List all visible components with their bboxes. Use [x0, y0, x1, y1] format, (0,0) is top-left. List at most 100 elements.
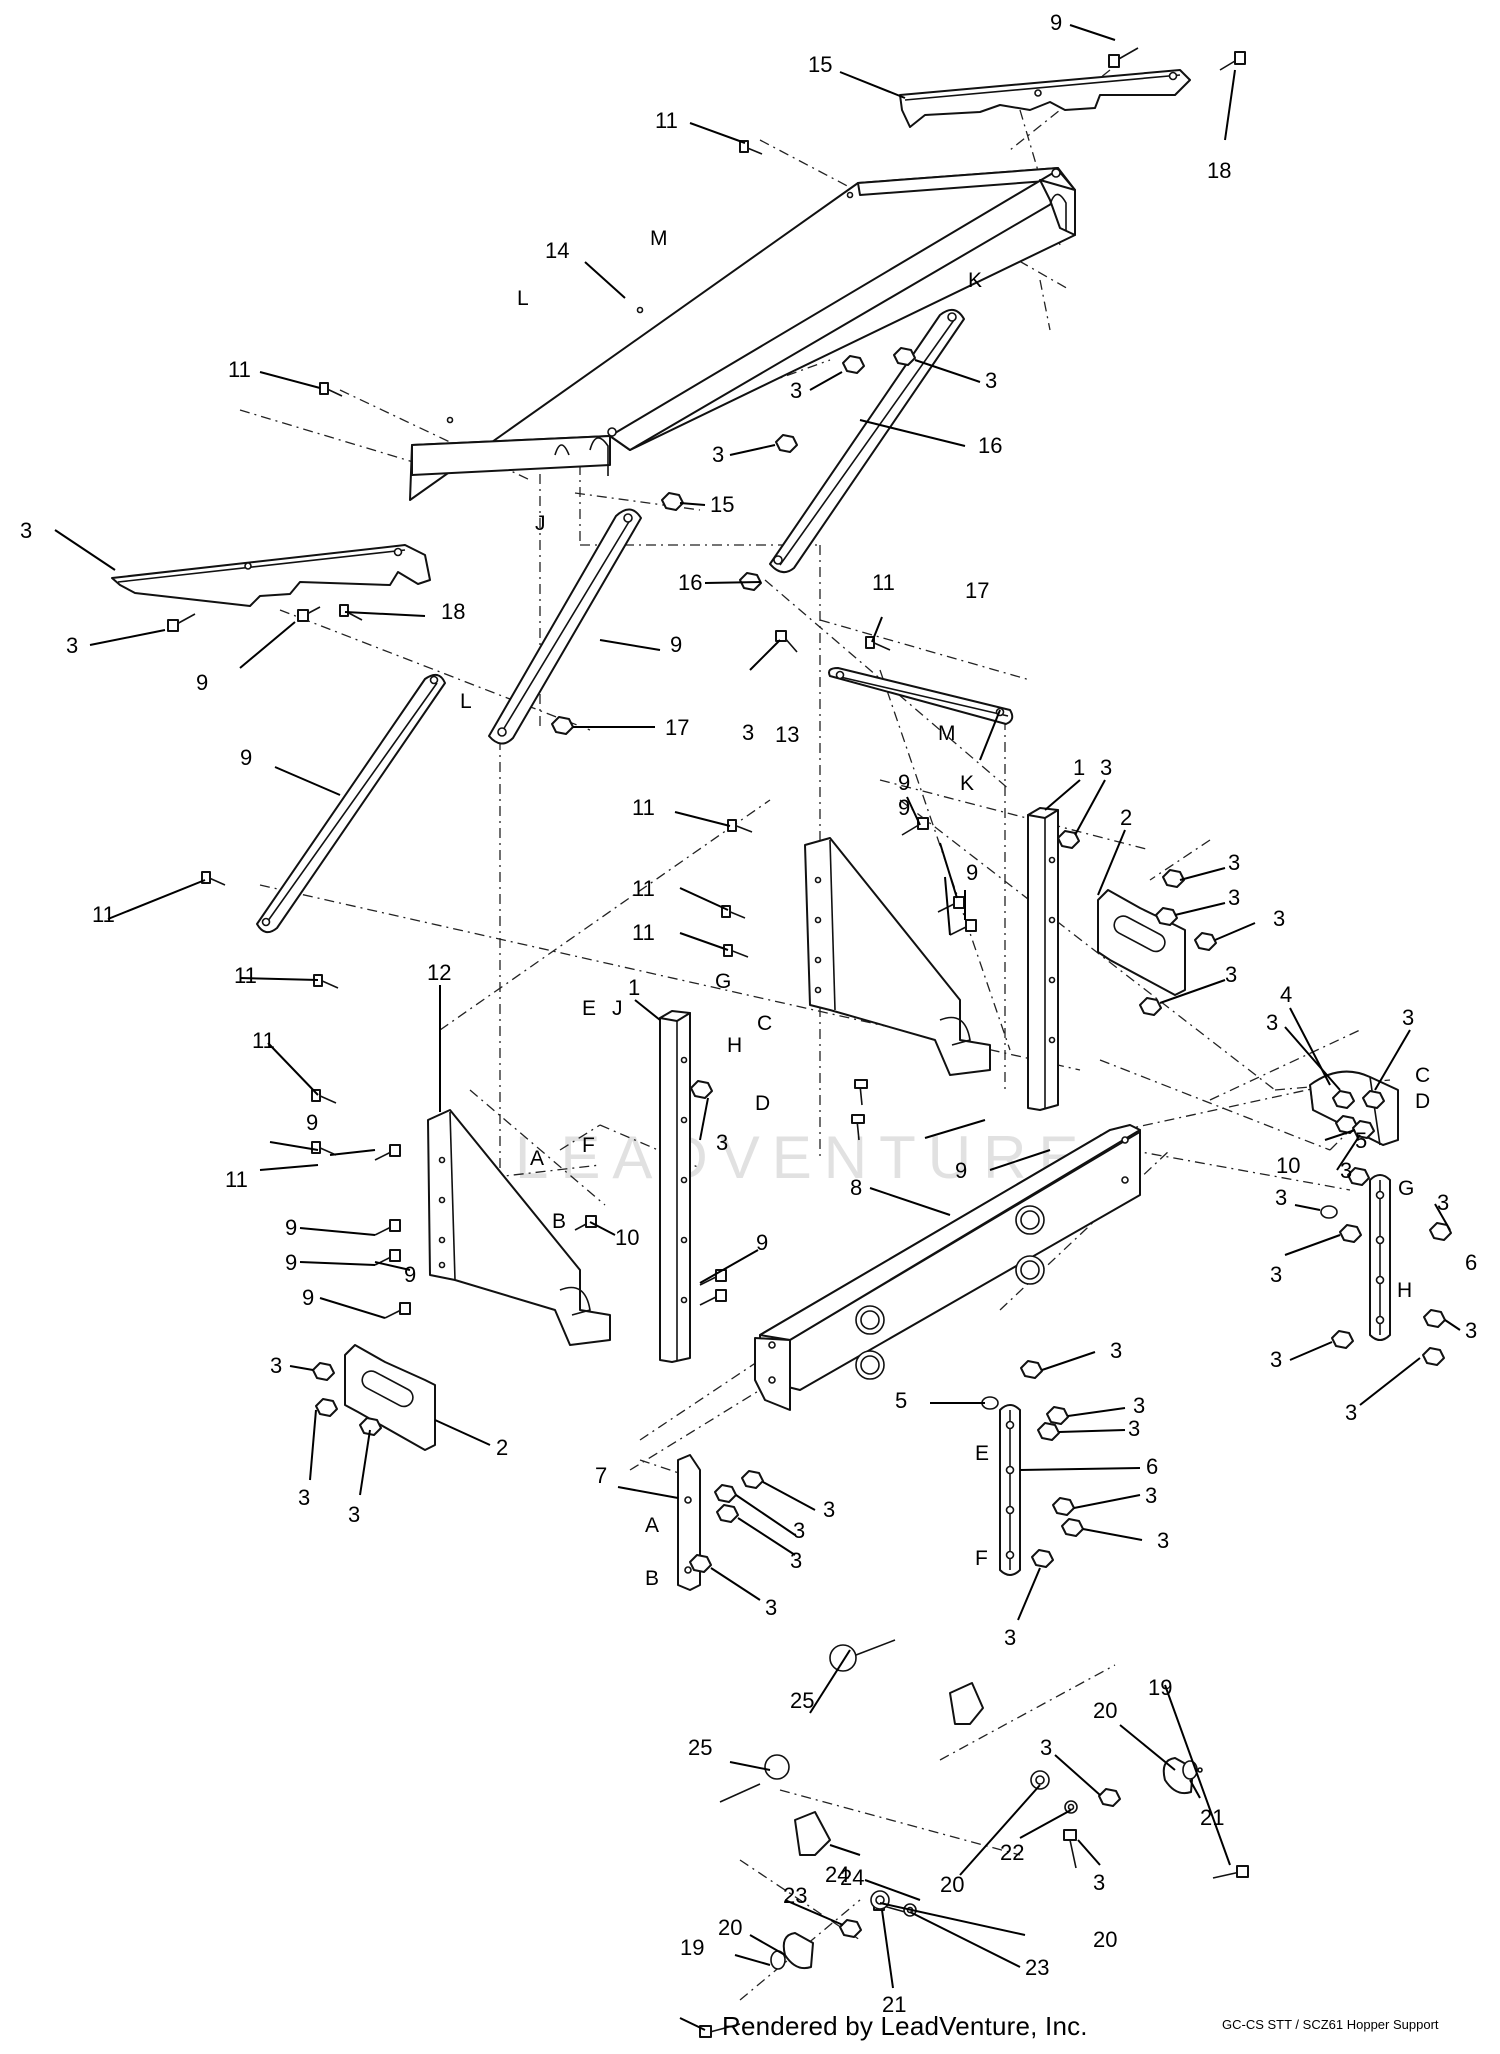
rendered-by-credit: Rendered by LeadVenture, Inc.	[722, 2011, 1088, 2041]
alignment-letter: A	[530, 1147, 544, 1170]
callout: 3	[1225, 962, 1237, 987]
callout: 3	[1128, 1416, 1140, 1441]
part-13-gusset	[804, 837, 991, 1076]
alignment-letter: M	[650, 227, 668, 250]
callout: 3	[1275, 1185, 1287, 1210]
figure-caption: GC-CS STT / SCZ61 Hopper Support	[1222, 2017, 1439, 2032]
callout: 3	[1100, 755, 1112, 780]
callout: 3	[1004, 1625, 1016, 1650]
callout: 3	[270, 1353, 282, 1378]
callout: 3	[823, 1497, 835, 1522]
callout: 12	[427, 960, 451, 985]
callout: 9	[404, 1262, 416, 1287]
callout: 24	[825, 1862, 849, 1887]
callout: 24	[840, 1865, 864, 1890]
callout: 3	[790, 378, 802, 403]
callout: 18	[441, 599, 465, 624]
callout: 2	[496, 1435, 508, 1460]
alignment-letters: M L K J L M K G C H D J E F A B C D G H …	[460, 227, 1430, 1590]
alignment-letter: D	[755, 1092, 770, 1115]
callout: 21	[882, 1992, 906, 2017]
callout: 3	[1345, 1400, 1357, 1425]
callout: 19	[680, 1935, 704, 1960]
callout: 3	[20, 518, 32, 543]
callout: 9	[670, 632, 682, 657]
callout: 3	[1133, 1393, 1145, 1418]
callout: 2	[1120, 805, 1132, 830]
callout: 3	[790, 1548, 802, 1573]
alignment-letter: H	[1397, 1279, 1412, 1302]
callout: 3	[348, 1502, 360, 1527]
callout: 17	[965, 578, 989, 603]
callout: 3	[66, 633, 78, 658]
callout: 1	[628, 975, 640, 1000]
callout: 3	[298, 1485, 310, 1510]
callout: 11	[228, 357, 251, 382]
callout: 25	[688, 1735, 712, 1760]
callout: 4	[1280, 982, 1292, 1007]
part-2-plates	[344, 889, 1186, 1451]
alignment-letter: D	[1415, 1090, 1430, 1113]
part-15-bracket-left	[111, 544, 431, 607]
callout: 9	[966, 860, 978, 885]
callout: 11	[872, 570, 895, 595]
callout: 3	[1145, 1483, 1157, 1508]
callout: 14	[545, 238, 569, 263]
callout: 21	[1200, 1805, 1224, 1830]
callout: 7	[595, 1463, 607, 1488]
callout: 9	[302, 1285, 314, 1310]
callout: 3	[1270, 1347, 1282, 1372]
callout: 22	[1000, 1840, 1024, 1865]
part-6-straps	[999, 1174, 1391, 1576]
callout: 19	[1148, 1675, 1172, 1700]
callout: 9	[1050, 10, 1062, 35]
alignment-letter: G	[715, 970, 731, 993]
alignment-letter: B	[645, 1567, 659, 1590]
callout: 10	[1276, 1153, 1300, 1178]
part-14-top-plate	[409, 167, 1076, 501]
alignment-letter: A	[645, 1514, 659, 1537]
callout: 11	[632, 920, 655, 945]
alignment-letter: F	[582, 1134, 595, 1157]
callout: 20	[940, 1872, 964, 1897]
callout: 15	[808, 52, 832, 77]
alignment-letter: G	[1398, 1177, 1414, 1200]
alignment-letter: C	[757, 1012, 772, 1035]
callout: 9	[756, 1230, 768, 1255]
callout: 3	[1437, 1190, 1449, 1215]
part-1-uprights	[659, 807, 1059, 1363]
callout: 3	[1273, 906, 1285, 931]
callout: 3	[1040, 1735, 1052, 1760]
alignment-letter: E	[975, 1442, 989, 1465]
callout: 10	[615, 1225, 639, 1250]
callout: 3	[1228, 885, 1240, 910]
callout: 15	[710, 492, 734, 517]
callout: 9	[306, 1110, 318, 1135]
callout-numbers: 9 15 18 11 14 11 3 3 16 3 3 15 3 9 18 9 …	[20, 10, 1477, 2017]
callout: 3	[1157, 1528, 1169, 1553]
callout: 20	[1093, 1698, 1117, 1723]
callout: 3	[1110, 1338, 1122, 1363]
alignment-letter: L	[460, 690, 472, 713]
callout: 3	[765, 1595, 777, 1620]
callout: 5	[895, 1388, 907, 1413]
part-17-links	[256, 667, 1014, 934]
callout: 3	[716, 1130, 728, 1155]
callout: 9	[898, 770, 910, 795]
callout: 9	[196, 670, 208, 695]
alignment-letter: B	[552, 1210, 566, 1233]
hardware-bolts	[167, 47, 1249, 2038]
alignment-letter: F	[975, 1547, 988, 1570]
callout: 3	[1266, 1010, 1278, 1035]
leader-arrows	[54, 24, 1461, 2031]
callout: 3	[985, 368, 997, 393]
callout: 3	[1270, 1262, 1282, 1287]
callout: 11	[92, 902, 115, 927]
callout: 9	[285, 1215, 297, 1240]
part-8-cross-tube	[754, 1124, 1141, 1411]
callout: 6	[1465, 1250, 1477, 1275]
part-12-gusset	[427, 1109, 611, 1346]
callout: 11	[234, 963, 257, 988]
callout: 11	[632, 876, 655, 901]
callout: 3	[1402, 1005, 1414, 1030]
